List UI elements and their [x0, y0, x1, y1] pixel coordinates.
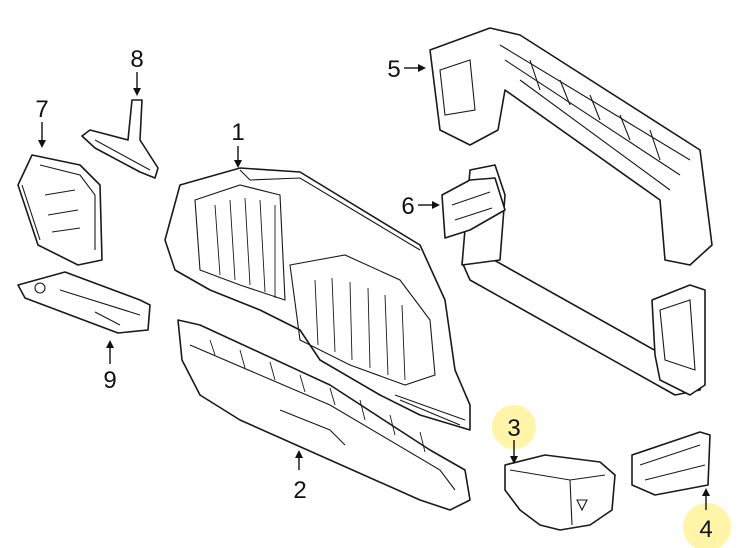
arrow-6	[432, 201, 440, 209]
side-air-duct	[17, 154, 103, 266]
arrow-2	[295, 450, 303, 458]
callout-1: 1	[231, 119, 244, 146]
callout-9: 9	[103, 367, 116, 394]
callout-5: 5	[387, 56, 400, 83]
lower-side-bracket	[17, 271, 151, 334]
arrow-1	[234, 160, 242, 168]
arrow-7	[38, 140, 46, 148]
callout-6: 6	[401, 193, 414, 220]
arrow-4	[702, 488, 710, 496]
leader-lines	[38, 64, 710, 510]
arrow-3	[510, 456, 518, 464]
top-bracket	[81, 99, 159, 179]
arrow-8	[133, 88, 141, 96]
side-bracket	[441, 177, 506, 239]
callout-2: 2	[293, 477, 306, 504]
lower-air-duct	[177, 319, 471, 511]
callout-3-highlight	[492, 405, 536, 449]
callout-7: 7	[35, 96, 48, 123]
left-air-guide	[504, 454, 616, 531]
callout-4-highlight	[683, 503, 731, 548]
arrow-5	[418, 64, 426, 72]
callout-3: 3	[507, 415, 520, 442]
callout-labels: 1 2 3 4 5 6 7 8 9	[35, 46, 712, 543]
callout-8: 8	[130, 46, 143, 73]
grille-frame	[164, 167, 471, 431]
right-air-guide	[631, 431, 711, 496]
callout-4: 4	[699, 516, 712, 543]
arrow-9	[106, 340, 114, 348]
